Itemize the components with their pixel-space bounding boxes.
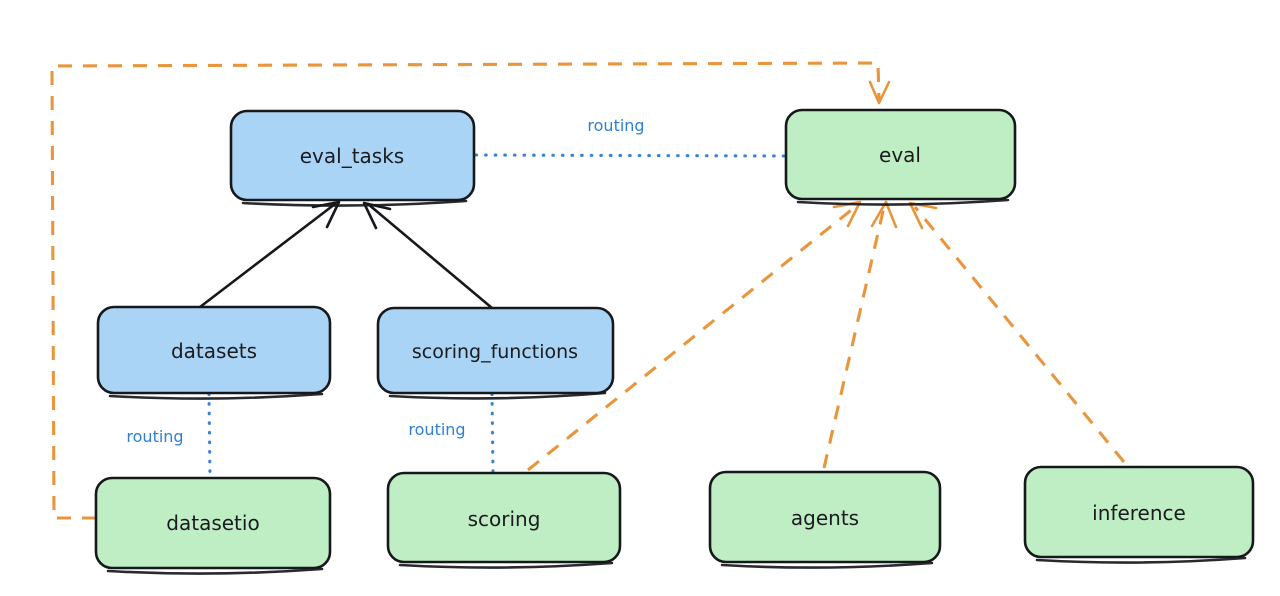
- node-box-datasetio[interactable]: [94, 476, 332, 570]
- node-label-inference: inference: [1092, 501, 1186, 525]
- node-label-scoring_functions: scoring_functions: [412, 341, 578, 363]
- node-shadow-scoring: [398, 561, 614, 569]
- edge-datasets-datasetio: routing: [126, 392, 212, 479]
- dependency-line-datasets-eval_tasks: [198, 202, 337, 309]
- node-label-eval_tasks: eval_tasks: [300, 144, 404, 168]
- node-shadow-agents: [720, 561, 934, 569]
- node-label-datasetio: datasetio: [166, 511, 259, 535]
- dependency-line-inference-eval: [913, 206, 1126, 463]
- edge-scoring-eval: [527, 200, 862, 472]
- node-shadow-scoring_functions: [388, 391, 607, 400]
- node-box-agents[interactable]: [708, 470, 942, 564]
- node-box-datasets[interactable]: [96, 305, 332, 395]
- node-datasets[interactable]: datasets: [96, 305, 332, 400]
- node-shadow-eval_tasks: [241, 199, 468, 207]
- node-box-scoring_functions[interactable]: [376, 306, 615, 395]
- node-box-eval_tasks[interactable]: [229, 109, 476, 202]
- node-label-agents: agents: [791, 506, 859, 530]
- node-scoring_functions[interactable]: scoring_functions: [376, 306, 615, 400]
- edge-inference-eval: [908, 201, 1126, 463]
- edge-label-routing-datasets-datasetio: routing: [126, 427, 183, 446]
- dependency-line-datasetio-eval: [50, 61, 881, 520]
- edge-scoring_functions-scoring: routing: [408, 392, 495, 474]
- node-eval_tasks[interactable]: eval_tasks: [229, 109, 476, 207]
- node-shadow-datasets: [108, 392, 324, 400]
- arrowhead-inference-eval: [908, 201, 938, 230]
- routing-line-datasets-datasetio: [207, 392, 212, 479]
- node-label-datasets: datasets: [171, 339, 257, 363]
- edge-datasetio-eval: [50, 61, 891, 520]
- node-shadow-datasetio: [106, 567, 324, 575]
- node-box-eval[interactable]: [784, 108, 1017, 201]
- routing-line-scoring_functions-scoring: [490, 392, 495, 474]
- edge-label-routing-scoring_functions-scoring: routing: [408, 420, 465, 439]
- node-shadow-inference: [1035, 556, 1247, 564]
- arrowhead-scoring_functions-eval_tasks: [362, 201, 392, 230]
- node-label-scoring: scoring: [468, 507, 541, 531]
- dependency-line-scoring-eval: [527, 205, 856, 472]
- arrowhead-agents-eval: [870, 200, 898, 229]
- node-inference[interactable]: inference: [1023, 465, 1255, 564]
- node-box-inference[interactable]: [1023, 465, 1255, 559]
- edge-agents-eval: [822, 200, 898, 469]
- dependency-line-agents-eval: [822, 206, 886, 469]
- routing-line-eval_tasks-eval: [474, 153, 786, 158]
- dependency-line-scoring_functions-eval_tasks: [366, 202, 494, 310]
- node-label-eval: eval: [879, 143, 921, 167]
- arrowhead-scoring-eval: [832, 200, 862, 228]
- arrowhead-datasetio-eval: [868, 80, 891, 105]
- edge-label-routing-eval_tasks-eval: routing: [587, 116, 644, 135]
- node-agents[interactable]: agents: [708, 470, 942, 569]
- node-box-scoring[interactable]: [386, 471, 622, 564]
- edge-eval_tasks-eval: routing: [474, 116, 786, 158]
- node-datasetio[interactable]: datasetio: [94, 476, 332, 575]
- node-eval[interactable]: eval: [784, 108, 1017, 206]
- node-scoring[interactable]: scoring: [386, 471, 622, 569]
- edge-scoring_functions-eval_tasks: [362, 201, 494, 310]
- node-shadow-eval: [796, 198, 1010, 206]
- edge-datasets-eval_tasks: [198, 200, 341, 309]
